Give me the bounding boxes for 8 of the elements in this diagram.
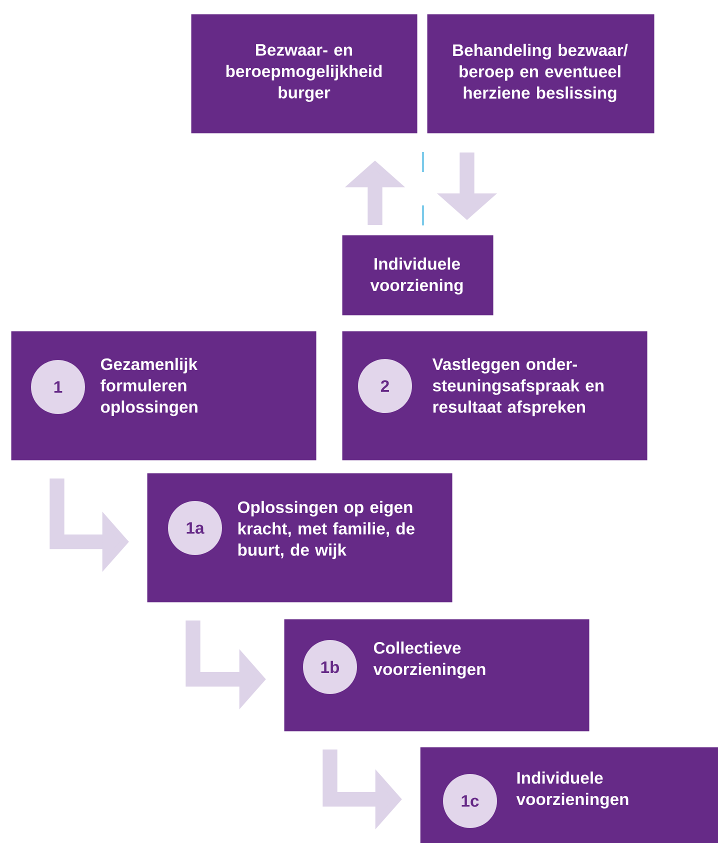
step-number: 1 — [31, 360, 85, 414]
process-box: Bezwaar- en beroepmogelijkheid burger — [191, 14, 418, 134]
process-box: Behandeling bezwaar/ beroep en eventueel herziene beslissing — [427, 14, 654, 134]
step-number: 1a — [168, 501, 222, 555]
step-number: 1b — [303, 640, 357, 694]
process-box: Individuele voorziening — [342, 235, 494, 316]
step-number: 1c — [443, 774, 497, 828]
step-number: 2 — [358, 359, 412, 413]
